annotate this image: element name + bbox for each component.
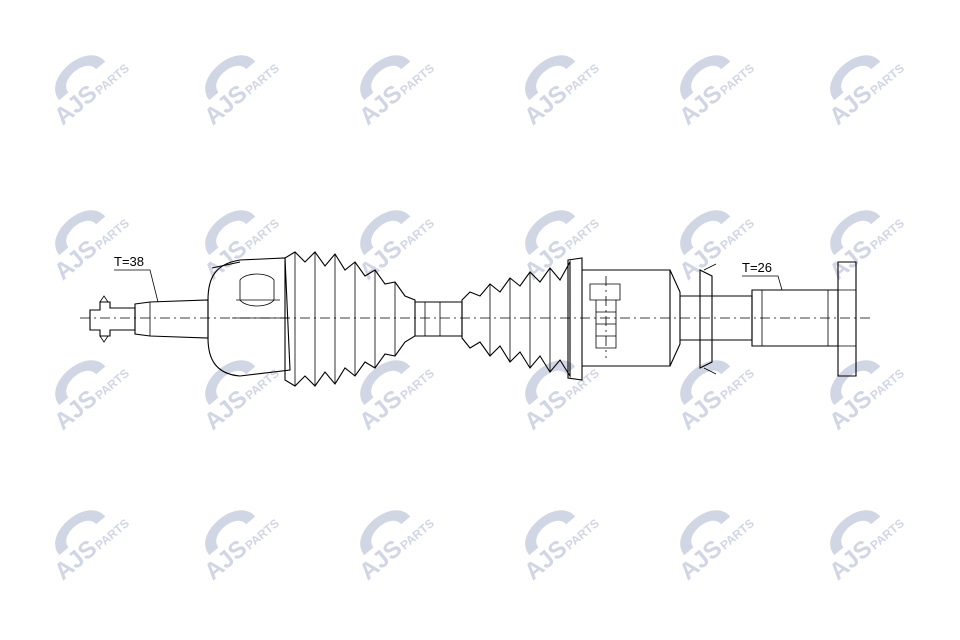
ajs-logo-icon [55,210,106,256]
ajs-logo-icon [360,210,411,256]
ajs-logo-icon [680,55,731,101]
ajs-logo-icon [360,510,411,556]
ajs-logo-icon [360,55,411,101]
left-spline-count: T=38 [114,254,144,269]
outer-cv-joint [207,257,291,377]
ajs-logo-icon [830,360,881,406]
ajs-logo-icon [525,510,576,556]
ajs-logo-icon [830,210,881,256]
label-right-spline: T=26 [742,260,783,291]
ajs-logo-icon [525,55,576,101]
ajs-logo-icon [55,510,106,556]
ajs-logo-icon [205,210,256,256]
ajs-logo-icon [205,360,256,406]
ajs-logo-icon [680,360,731,406]
ajs-logo-icon [680,210,731,256]
right-boot [461,259,571,378]
ajs-logo-icon [55,55,106,101]
ajs-logo-icon [205,510,256,556]
ajs-logo-icon [525,360,576,406]
right-spline-count: T=26 [742,260,772,275]
inner-joint-housing [567,257,681,381]
right-shaft [680,261,857,377]
ajs-logo-icon [55,360,106,406]
ajs-logo-icon [830,510,881,556]
ajs-logo-icon [360,360,411,406]
ajs-logo-icon [680,510,731,556]
ajs-logo-icon [525,210,576,256]
ajs-logo-icon [205,55,256,101]
left-stub [89,295,209,343]
ajs-logo-icon [830,55,881,101]
label-left-spline: T=38 [114,254,159,303]
middle-shaft [415,301,463,337]
drive-shaft: T=38 T=26 [80,251,870,387]
